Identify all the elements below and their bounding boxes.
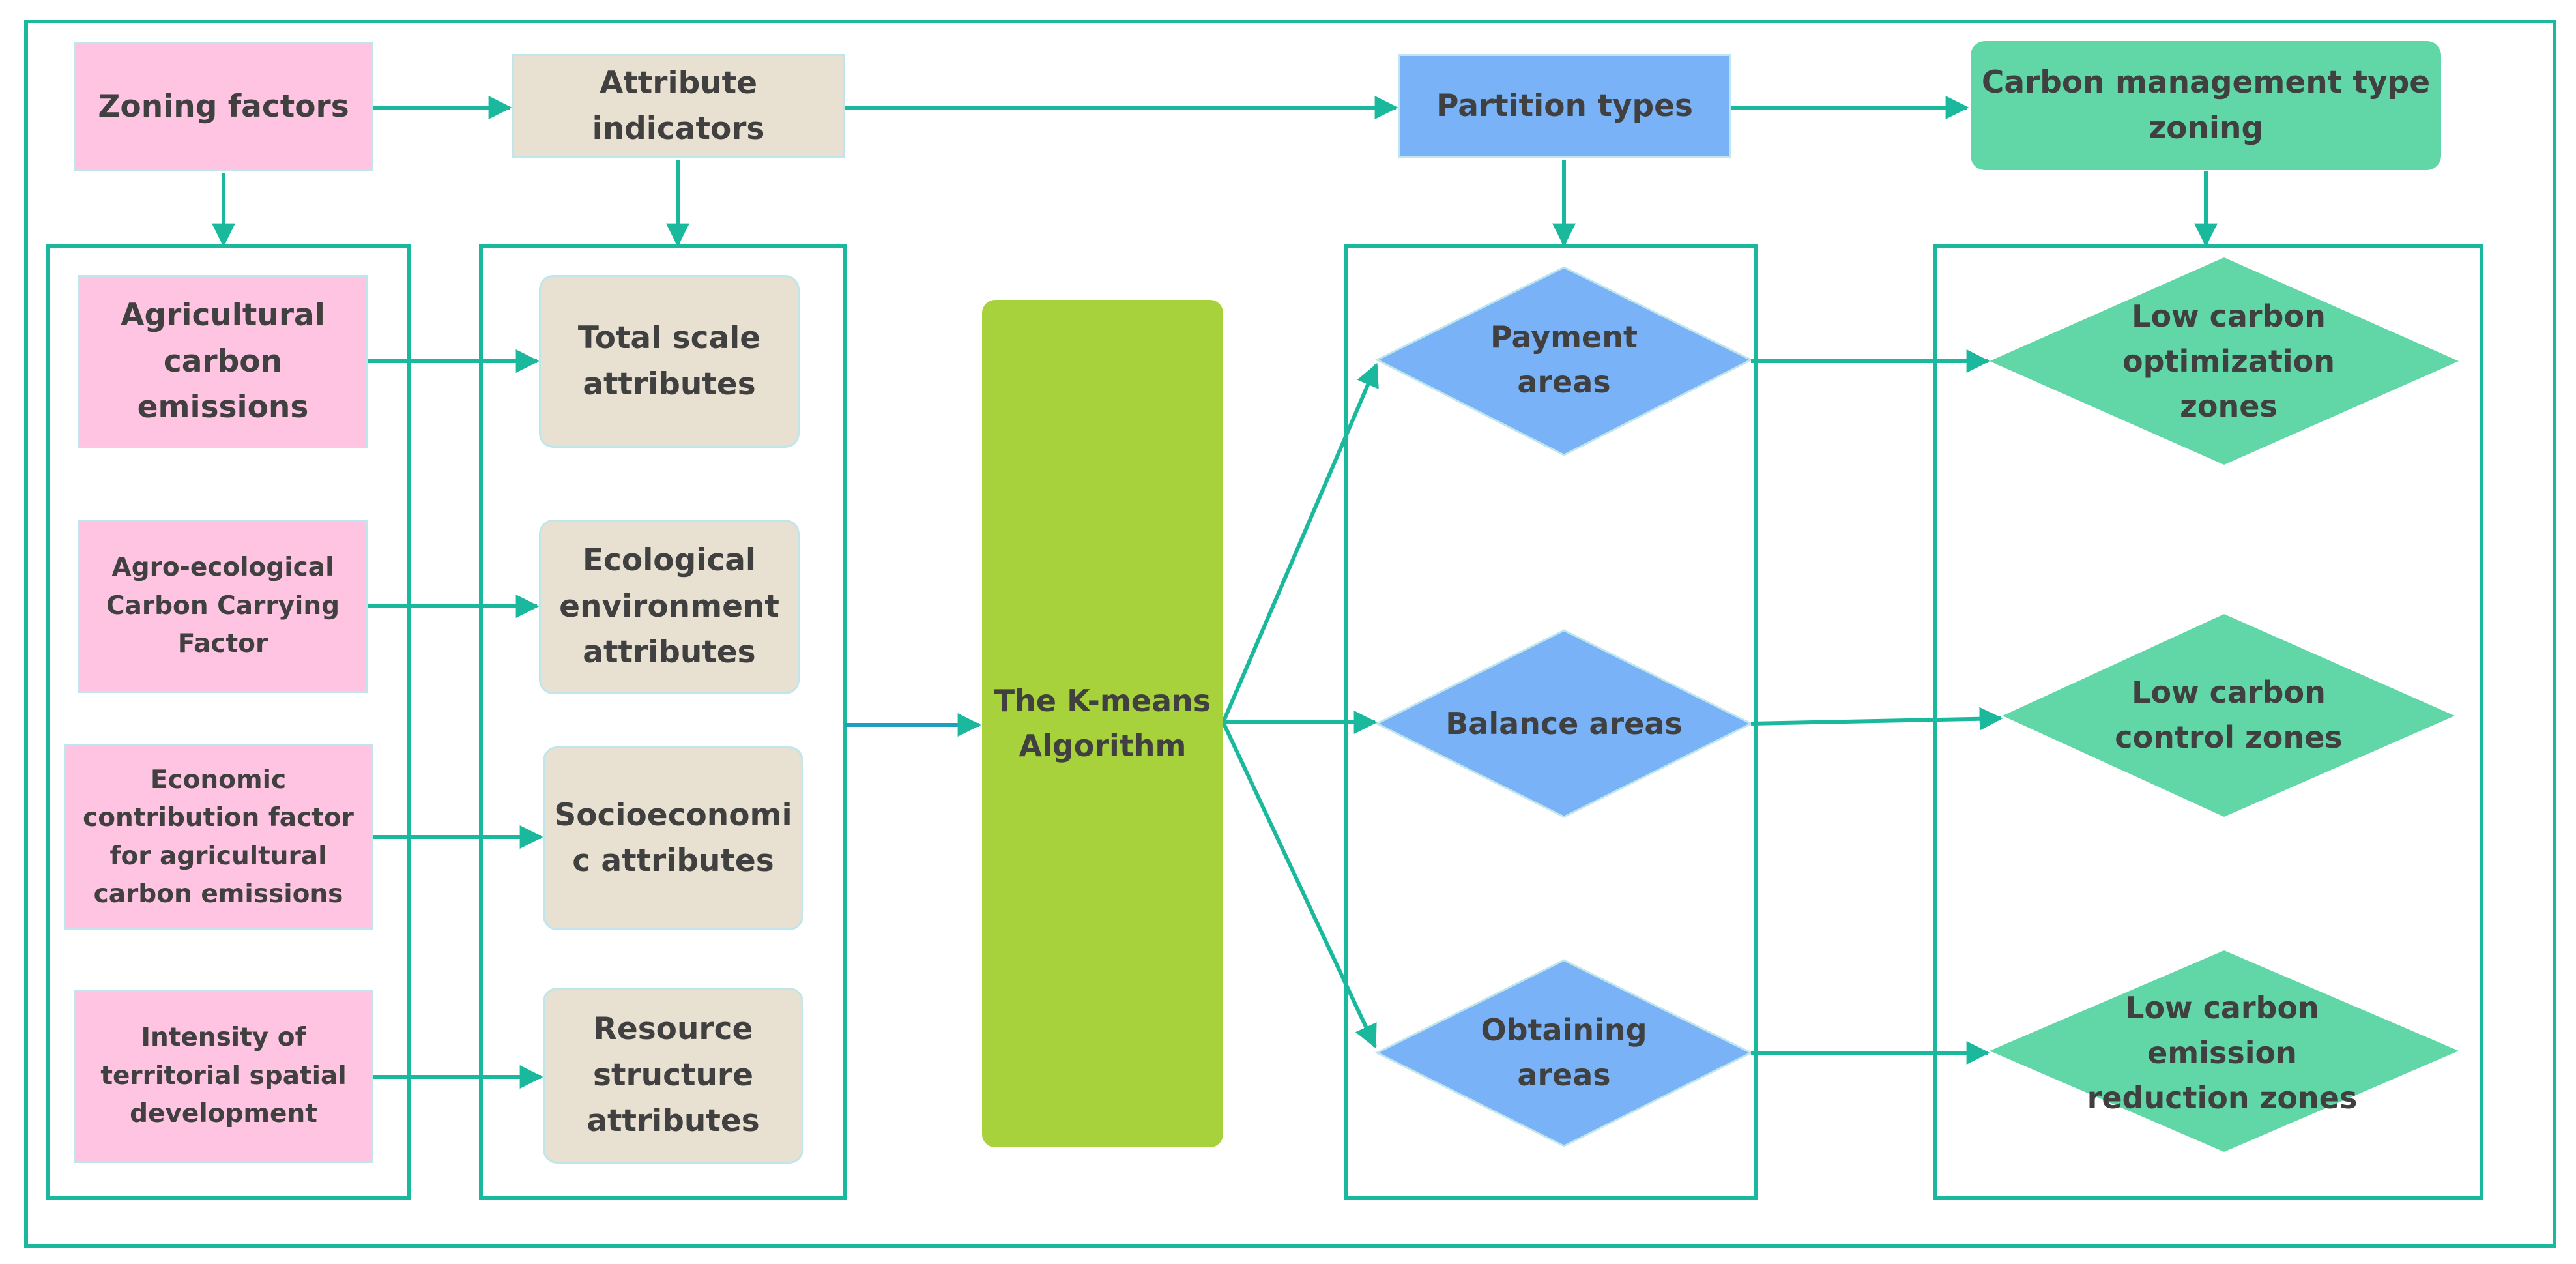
attr-ecological-environment: Ecological environment attributes <box>539 520 800 694</box>
carbon-management-header: Carbon management type zoning <box>1971 41 2441 170</box>
control-zones-label: Low carbon control zones <box>2115 675 2343 755</box>
reduction-zones-diamond <box>1990 950 2459 1152</box>
optimization-zones-label: Low carbon optimization zones <box>2122 298 2335 424</box>
outer-frame <box>24 20 2556 1248</box>
factor-agro-ecological-carrying: Agro-ecological Carbon Carrying Factor <box>78 520 368 693</box>
zoning-factors-header: Zoning factors <box>74 42 373 171</box>
payment-areas-label: Payment areas <box>1490 319 1638 400</box>
balance-areas-label: Balance areas <box>1445 705 1683 741</box>
optimization-zones-diamond <box>1990 257 2459 465</box>
arrow-kmeans-to-payment <box>1221 362 1379 724</box>
balance-areas-diamond <box>1374 629 1754 818</box>
arrow-balance-to-control <box>1750 707 2003 731</box>
attr-resource-structure: Resource structure attributes <box>543 988 803 1164</box>
payment-areas-diamond <box>1374 266 1754 456</box>
attribute-indicators-header: Attribute indicators <box>512 54 845 158</box>
factor-agricultural-carbon-emissions: Agricultural carbon emissions <box>78 275 368 448</box>
factor-territorial-spatial-development: Intensity of territorial spatial develop… <box>74 990 373 1163</box>
obtaining-areas-diamond <box>1374 959 1754 1147</box>
partition-types-header: Partition types <box>1398 54 1731 158</box>
factor-economic-contribution: Economic contribution factor for agricul… <box>64 744 373 930</box>
obtaining-areas-label: Obtaining areas <box>1481 1012 1647 1093</box>
kmeans-algorithm-box: The K-means Algorithm <box>982 300 1223 1147</box>
arrow-kmeans-to-obtaining <box>1221 721 1377 1049</box>
attributes-group-frame <box>479 244 847 1200</box>
attr-socioeconomic: Socioeconomi c attributes <box>543 746 803 930</box>
reduction-zones-label: Low carbon emission reduction zones <box>2087 990 2358 1115</box>
control-zones-diamond <box>2003 614 2455 817</box>
attr-total-scale: Total scale attributes <box>539 275 800 448</box>
